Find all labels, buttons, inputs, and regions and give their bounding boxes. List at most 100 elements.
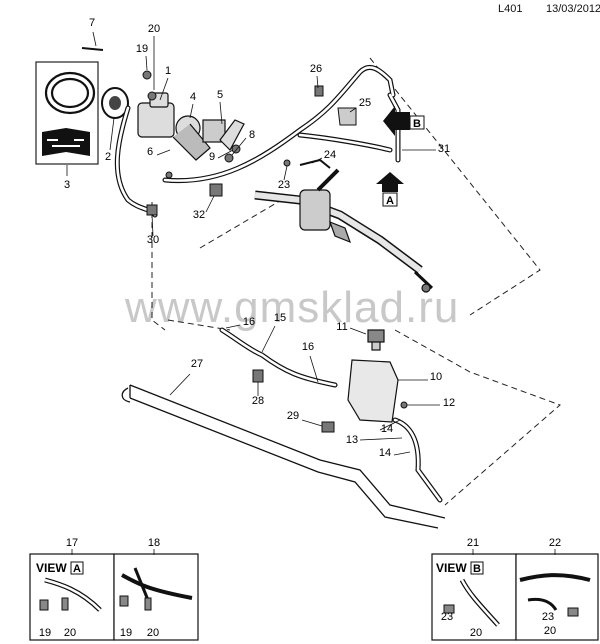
leader-line-24: [311, 157, 323, 164]
inset-callout-22: 22: [549, 537, 561, 549]
callout-13: 13: [346, 434, 358, 446]
inset-detail-18: [113, 553, 199, 641]
inset-22-part-23: 23: [542, 611, 554, 623]
power-steering-pump: [137, 92, 226, 161]
bolt-12: [400, 401, 408, 409]
reservoir: [347, 329, 399, 423]
callout-8: 8: [249, 129, 255, 141]
leader-line-13: [359, 437, 403, 441]
arrow-a-icon: A: [376, 172, 404, 207]
callout-14: 14: [379, 447, 391, 459]
inset-18-part-19: 19: [120, 627, 132, 639]
leader-line-2: [109, 117, 115, 151]
leader-line-6: [156, 149, 171, 156]
leader-line-15: [261, 325, 276, 353]
callout-12: 12: [443, 397, 455, 409]
bracket-5: [219, 119, 245, 151]
callout-4: 4: [190, 91, 196, 103]
inset-detail-22: [515, 553, 599, 641]
arrow-b-label: B: [413, 118, 421, 130]
bolt-19: [142, 70, 152, 80]
leader-line-14: [379, 419, 401, 431]
leader-line-14: [393, 451, 411, 456]
leader-line-30: [151, 213, 154, 237]
clip-30: [146, 204, 158, 216]
callout-7: 7: [89, 17, 95, 29]
bracket-25: [337, 107, 357, 126]
view-b-letter-box: [470, 561, 484, 575]
leader-line-7: [92, 31, 97, 47]
leader-line-4: [189, 103, 194, 119]
callout-31: 31: [438, 143, 450, 155]
leader-line-19: [145, 55, 148, 71]
bolt-8: [224, 153, 234, 163]
leader-line-32: [205, 195, 215, 213]
leader-line-8: [231, 137, 247, 156]
leader-line-27: [169, 373, 191, 396]
leader-line-16: [225, 324, 241, 329]
bolt-23: [283, 159, 291, 167]
leader-line-9: [217, 149, 234, 159]
drive-belt-icon: [44, 71, 96, 115]
callout-16: 16: [302, 341, 314, 353]
leader-line-11: [349, 327, 367, 335]
clip-20: [147, 91, 157, 101]
callout-1: 1: [165, 65, 171, 77]
bolt-7: [81, 47, 104, 51]
inset-a-part-19: 19: [39, 627, 51, 639]
view-a-title: VIEW: [36, 561, 67, 575]
inset-18-part-20: 20: [147, 627, 159, 639]
callout-15: 15: [274, 312, 286, 324]
leader-line-16: [309, 355, 319, 383]
bolt-9: [231, 144, 241, 154]
watermark: www.gmsklad.ru: [125, 283, 460, 332]
callout-25: 25: [359, 97, 371, 109]
callout-27: 27: [191, 358, 203, 370]
arrow-b-icon: B: [383, 106, 425, 136]
clip-32: [209, 183, 223, 197]
dashed-outline: [151, 57, 561, 506]
callout-10: 10: [430, 371, 442, 383]
inset-b-part-20: 20: [470, 627, 482, 639]
callout-23: 23: [278, 179, 290, 191]
return-hoses: [219, 327, 443, 503]
callout-11: 11: [336, 321, 347, 333]
callout-2: 2: [105, 151, 111, 163]
leader-line-26: [316, 75, 319, 89]
callout-30: 30: [147, 234, 159, 246]
leader-line-25: [349, 107, 357, 113]
pump-pulley: [101, 87, 129, 119]
inset-callout-21: 21: [467, 537, 479, 549]
callout-6: 6: [147, 146, 153, 158]
bracket-24: [299, 158, 331, 169]
diagram-code: L401: [498, 3, 523, 15]
clip-26: [314, 85, 324, 97]
inset-callout-17: 17: [66, 537, 78, 549]
view-a-letter: A: [73, 563, 81, 575]
cooler-pipe: [121, 384, 446, 529]
inset-22-part-20: 20: [544, 625, 556, 637]
inset-b-part-23: 23: [441, 611, 453, 623]
view-a-letter-box: [70, 561, 84, 575]
leader-line-1: [159, 77, 169, 101]
inset-callout-18: 18: [148, 537, 160, 549]
callout-20: 20: [148, 23, 160, 35]
arrow-a-label: A: [386, 195, 394, 207]
callout-5: 5: [217, 89, 223, 101]
view-b-letter: B: [473, 563, 481, 575]
clamp-28: [252, 369, 264, 383]
callout-24: 24: [324, 149, 336, 161]
view-b-title: VIEW: [436, 561, 467, 575]
callout-26: 26: [310, 63, 322, 75]
diagram-date: 13/03/2012: [546, 3, 600, 15]
bolt-6: [165, 171, 173, 179]
return-hoses-inner: [220, 328, 442, 502]
callout-9: 9: [209, 151, 215, 163]
clip-29: [321, 421, 335, 433]
callout-28: 28: [252, 395, 264, 407]
steering-rack: [254, 168, 434, 293]
callout-19: 19: [136, 43, 148, 55]
workshop-manual-icon: [42, 128, 90, 156]
